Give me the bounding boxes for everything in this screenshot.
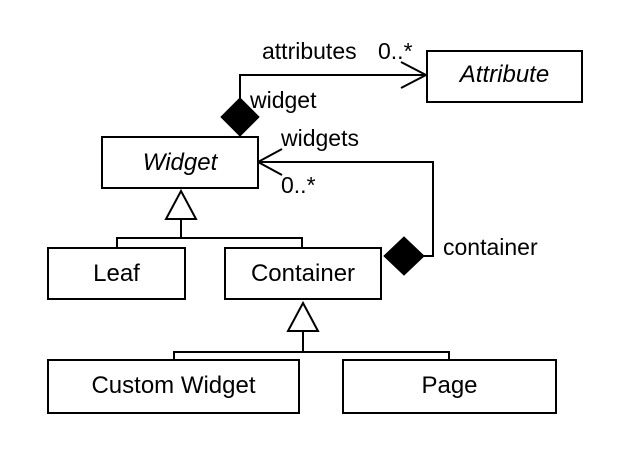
role-label-widgets: widgets [280, 125, 359, 151]
class-attribute-box [426, 50, 583, 103]
class-leaf-box [47, 247, 186, 300]
role-label-widget: widget [249, 87, 317, 113]
class-attribute-name: Attribute [458, 61, 549, 88]
association-widgets-line [258, 161, 434, 257]
association-widgets: widgets 0..* container [255, 125, 538, 276]
class-page: Page [342, 359, 557, 414]
generalization-widget [116, 188, 303, 248]
composition-diamond-container [383, 236, 425, 276]
generalization-widget-branch [116, 237, 303, 248]
class-widget-box [101, 136, 259, 189]
generalization-triangle-container [286, 300, 320, 332]
class-leaf-name: Leaf [93, 260, 140, 287]
class-container-box [224, 247, 382, 300]
class-page-box [342, 359, 557, 414]
generalization-container-branch [173, 351, 450, 360]
multiplicity-label-attributes: 0..* [378, 38, 413, 64]
class-custom-widget: Custom Widget [47, 359, 300, 414]
class-container-name: Container [251, 260, 355, 287]
role-label-attributes: attributes [262, 38, 357, 64]
class-attribute: Attribute [426, 50, 583, 103]
class-custom-widget-box [47, 359, 300, 414]
role-label-container: container [443, 234, 538, 260]
association-attributes: attributes 0..* widget [220, 38, 429, 137]
generalization-triangle-widget [164, 188, 198, 220]
class-leaf: Leaf [47, 247, 186, 300]
multiplicity-label-widgets: 0..* [281, 172, 316, 198]
generalization-container [173, 300, 450, 360]
association-attributes-line [239, 74, 426, 103]
class-widget-name: Widget [143, 149, 219, 176]
class-widget: Widget [101, 136, 259, 189]
class-custom-widget-name: Custom Widget [91, 372, 255, 399]
class-container: Container [224, 247, 382, 300]
class-page-name: Page [421, 372, 477, 399]
